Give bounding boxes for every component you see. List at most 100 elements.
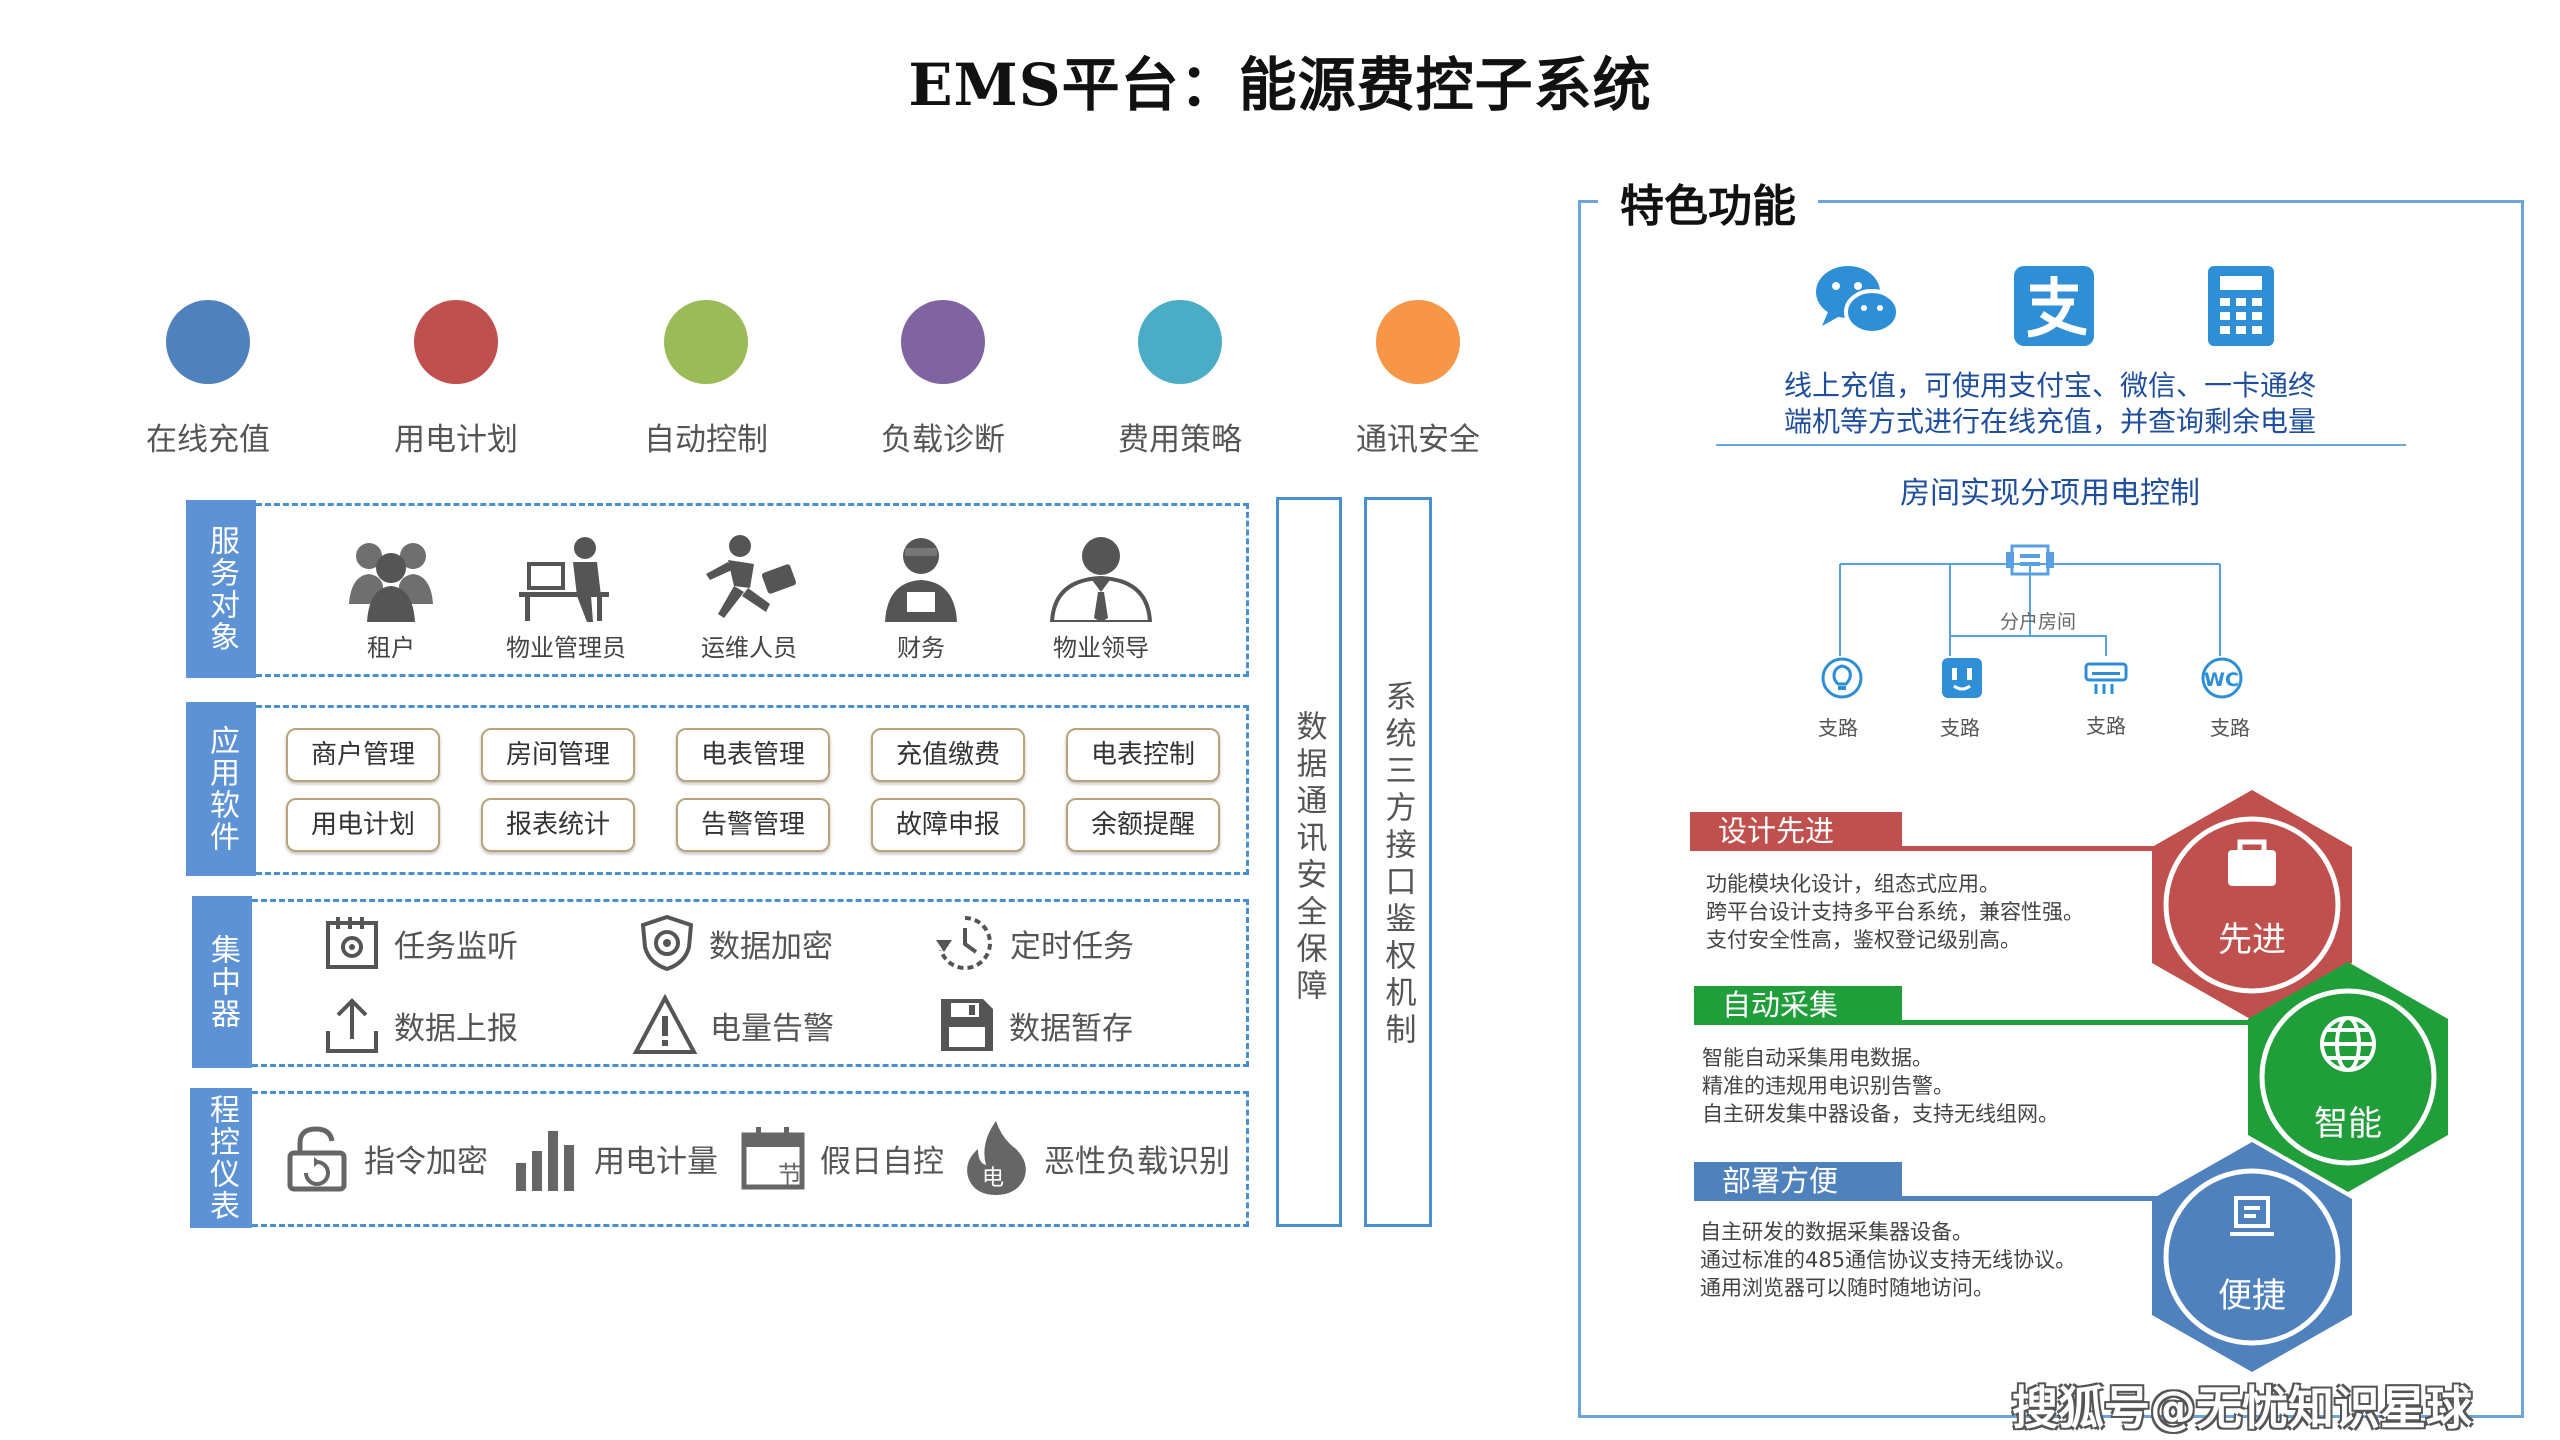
branch-label: 支路 — [1940, 716, 1980, 740]
svg-text:电: 电 — [982, 1166, 1004, 1191]
split-room-label: 分户房间 — [2000, 611, 2077, 633]
concentrator-tab: 集中器 — [192, 896, 252, 1068]
item-metering: 用电计量 — [512, 1118, 718, 1198]
desc-deploy-1: 自主研发的数据采集器设备。 — [1700, 1220, 1973, 1244]
svg-text:节: 节 — [778, 1161, 802, 1189]
feature-label: 通讯安全 — [1356, 422, 1480, 458]
service-layer: 租户 物业管理员 运维人员 财务 — [256, 503, 1249, 677]
warning-icon — [632, 994, 698, 1054]
hex-label-auto: 智能 — [2314, 1104, 2382, 1144]
user-finance: 财务 — [846, 534, 996, 663]
user-label: 物业管理员 — [506, 634, 626, 662]
alipay-icon — [2014, 266, 2094, 346]
user-property-admin: 物业管理员 — [491, 534, 641, 663]
aircon-icon — [2084, 662, 2128, 694]
module-recharge[interactable]: 充值缴费 — [871, 728, 1025, 782]
finance-person-icon — [885, 538, 957, 622]
item-data-encrypt: 数据加密 — [637, 908, 833, 978]
socket-icon — [1942, 658, 1982, 698]
device-icon — [2230, 1196, 2274, 1236]
feature-panel — [1578, 200, 2524, 1418]
calendar-icon: 节 — [741, 1127, 805, 1190]
banner-deploy: 部署方便 — [1694, 1162, 1902, 1200]
feature-cost-strategy: 费用策略 — [1080, 300, 1280, 459]
hex-label-advanced: 先进 — [2218, 920, 2286, 960]
desc-advanced-1: 功能模块化设计，组态式应用。 — [1706, 872, 2000, 896]
calendar-gear-icon — [326, 917, 378, 969]
running-worker-icon — [706, 535, 797, 618]
module-merchant[interactable]: 商户管理 — [286, 728, 440, 782]
feature-label: 自动控制 — [644, 422, 768, 458]
floppy-disk-icon — [941, 999, 993, 1051]
branch-label: 支路 — [1818, 716, 1858, 740]
software-layer: 商户管理 房间管理 电表管理 充值缴费 电表控制 用电计划 报表统计 告警管理 … — [256, 705, 1249, 875]
module-meter-control[interactable]: 电表控制 — [1066, 728, 1220, 782]
payment-text-2: 端机等方式进行在线充值，并查询剩余电量 — [1783, 405, 2316, 438]
feature-dot — [166, 300, 250, 384]
wechat-icon — [1816, 266, 1900, 335]
module-power-plan[interactable]: 用电计划 — [286, 798, 440, 852]
item-holiday-control: 节 假日自控 — [738, 1118, 944, 1198]
item-task-listen: 任务监听 — [322, 908, 518, 978]
desk-worker-icon — [519, 537, 609, 622]
tenant-group-icon — [349, 543, 433, 622]
card-terminal-icon — [2208, 266, 2274, 346]
feature-auto-control: 自动控制 — [606, 300, 806, 459]
feature-power-plan: 用电计划 — [356, 300, 556, 459]
feature-dot — [1376, 300, 1460, 384]
desc-auto-3: 自主研发集中器设备，支持无线组网。 — [1702, 1102, 2059, 1126]
shield-lock-icon — [640, 914, 694, 972]
block-line-auto — [1694, 1020, 2274, 1025]
globe-icon — [2320, 1016, 2376, 1072]
item-data-buffer: 数据暂存 — [937, 990, 1133, 1060]
feature-row: 在线充值 用电计划 自动控制 负载诊断 费用策略 通讯安全 — [108, 300, 1508, 460]
desc-auto-2: 精准的违规用电识别告警。 — [1702, 1074, 1954, 1098]
concentrator-layer: 任务监听 数据加密 定时任务 数据上报 电量告警 — [252, 899, 1249, 1067]
clock-icon — [936, 916, 992, 970]
page-title: EMS平台：能源费控子系统 — [908, 51, 1652, 119]
module-meter[interactable]: 电表管理 — [676, 728, 830, 782]
hex-deploy — [2152, 1142, 2352, 1372]
meter-box-icon — [2006, 544, 2054, 576]
watermark: 搜狐号@无忧知识星球 — [2012, 1381, 2472, 1435]
leader-person-icon — [1049, 537, 1153, 622]
module-balance[interactable]: 余额提醒 — [1066, 798, 1220, 852]
feature-label: 在线充值 — [146, 422, 270, 458]
payment-text-1: 线上充值，可使用支付宝、微信、一卡通终 — [1783, 369, 2316, 402]
module-fault[interactable]: 故障申报 — [871, 798, 1025, 852]
user-property-leader: 物业领导 — [1026, 534, 1176, 663]
item-scheduled-task: 定时任务 — [932, 908, 1134, 978]
feature-dot — [664, 300, 748, 384]
module-alarm[interactable]: 告警管理 — [676, 798, 830, 852]
service-tab: 服务对象 — [186, 500, 256, 678]
user-tenant: 租户 — [316, 534, 466, 663]
feature-online-recharge: 在线充值 — [108, 300, 308, 459]
branch-label: 支路 — [2210, 716, 2250, 740]
svg-text:WC: WC — [2204, 669, 2239, 691]
feature-load-diagnosis: 负载诊断 — [843, 300, 1043, 459]
user-ops-staff: 运维人员 — [674, 534, 824, 663]
divider — [1716, 444, 2406, 446]
hex-auto — [2248, 962, 2448, 1192]
wc-icon: WC — [2201, 657, 2243, 699]
software-tab: 应用软件 — [186, 702, 256, 876]
room-tree — [1839, 544, 2221, 656]
interface-auth-box: 系统三方接口鉴权机制 — [1364, 497, 1432, 1227]
user-label: 财务 — [897, 634, 945, 662]
block-line-deploy — [1694, 1196, 2184, 1201]
module-report[interactable]: 报表统计 — [481, 798, 635, 852]
desc-auto-1: 智能自动采集用电数据。 — [1702, 1046, 1933, 1070]
meter-tab: 程控仪表 — [190, 1088, 252, 1228]
banner-advanced: 设计先进 — [1690, 812, 1902, 850]
feature-comm-security: 通讯安全 — [1318, 300, 1518, 459]
briefcase-icon — [2228, 839, 2276, 886]
feature-dot — [901, 300, 985, 384]
module-room[interactable]: 房间管理 — [481, 728, 635, 782]
desc-advanced-3: 支付安全性高，鉴权登记级别高。 — [1706, 928, 2021, 952]
fire-icon: 电 — [967, 1121, 1026, 1195]
feature-dot — [414, 300, 498, 384]
user-label: 租户 — [367, 634, 415, 662]
desc-deploy-3: 通用浏览器可以随时随地访问。 — [1700, 1276, 1994, 1300]
banner-auto: 自动采集 — [1694, 986, 1902, 1024]
user-label: 运维人员 — [701, 634, 797, 662]
